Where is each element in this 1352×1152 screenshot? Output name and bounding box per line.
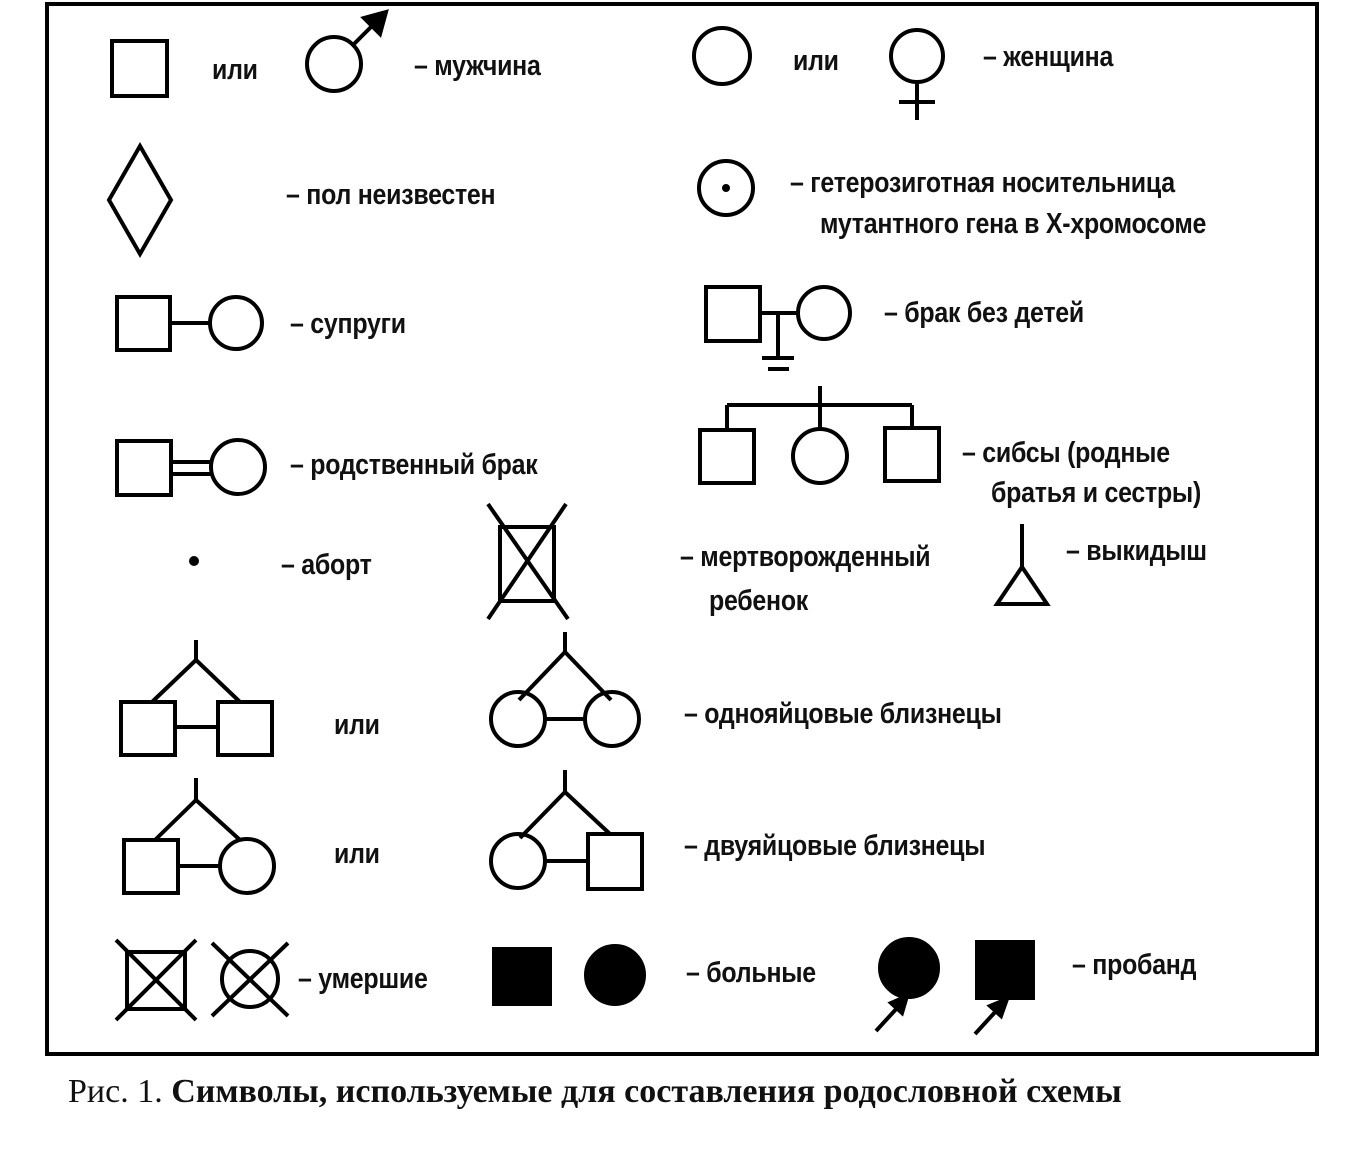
affected-female-icon [584, 944, 646, 1006]
abortion-dot-icon [189, 556, 199, 566]
mz-twins-male-icon [119, 640, 274, 757]
diamond-icon [106, 141, 174, 259]
affected-label: – больные [686, 957, 816, 989]
spouses-label: – супруги [290, 308, 406, 340]
abortion-label: – аборт [281, 549, 372, 581]
sex-unknown-label: – пол неизвестен [286, 179, 496, 211]
or-label: или [212, 54, 258, 86]
childless-marriage-label: – брак без детей [884, 297, 1084, 329]
stillborn-label-line2: ребенок [709, 585, 809, 617]
carrier-label-line1: – гетерозиготная носительница [790, 167, 1175, 199]
affected-male-icon [492, 947, 552, 1006]
caption-prefix: Рис. 1. [68, 1073, 172, 1110]
carrier-label-line2: мутантного гена в Х-хромосоме [820, 208, 1207, 240]
sibs-label-line1: – сибсы (родные [962, 437, 1170, 469]
deceased-female-icon [210, 941, 290, 1018]
or-label: или [334, 709, 380, 741]
dz-twins-male-female-icon [122, 778, 276, 895]
female-label: – женщина [983, 41, 1114, 73]
or-label: или [793, 45, 839, 77]
miscarriage-triangle-icon [993, 524, 1051, 606]
figure-caption: Рис. 1. Символы, используемые для состав… [68, 1073, 1122, 1111]
proband-female-icon [874, 937, 940, 1033]
dizygotic-twins-label: – двуяйцовые близнецы [684, 830, 986, 862]
sibs-label-line2: братья и сестры) [991, 477, 1202, 509]
deceased-label: – умершие [298, 963, 428, 995]
monozygotic-twins-label: – однояйцовые близнецы [684, 698, 1002, 730]
mz-twins-female-icon [489, 632, 641, 748]
consanguineous-marriage-icon [115, 438, 267, 497]
venus-symbol-icon [889, 28, 945, 120]
stillborn-label-line1: – мертворожденный [680, 541, 931, 573]
stillborn-icon [486, 502, 570, 621]
spouses-symbol-icon [115, 295, 264, 352]
proband-male-icon [973, 940, 1035, 1036]
female-circle-icon [692, 26, 752, 86]
male-square-icon [110, 39, 169, 98]
consanguineous-marriage-label: – родственный брак [290, 449, 538, 481]
dz-twins-female-male-icon [489, 770, 644, 891]
carrier-circle-icon [697, 159, 755, 217]
or-label: или [334, 838, 380, 870]
sibs-icon [698, 386, 941, 485]
mars-symbol-icon [305, 9, 389, 93]
legend-frame [45, 2, 1319, 1056]
caption-title: Символы, используемые для составления ро… [171, 1073, 1122, 1110]
childless-marriage-icon [704, 285, 852, 371]
proband-label: – пробанд [1072, 949, 1197, 981]
miscarriage-label: – выкидыш [1066, 535, 1207, 567]
deceased-male-icon [114, 938, 198, 1022]
male-label: – мужчина [414, 50, 541, 82]
